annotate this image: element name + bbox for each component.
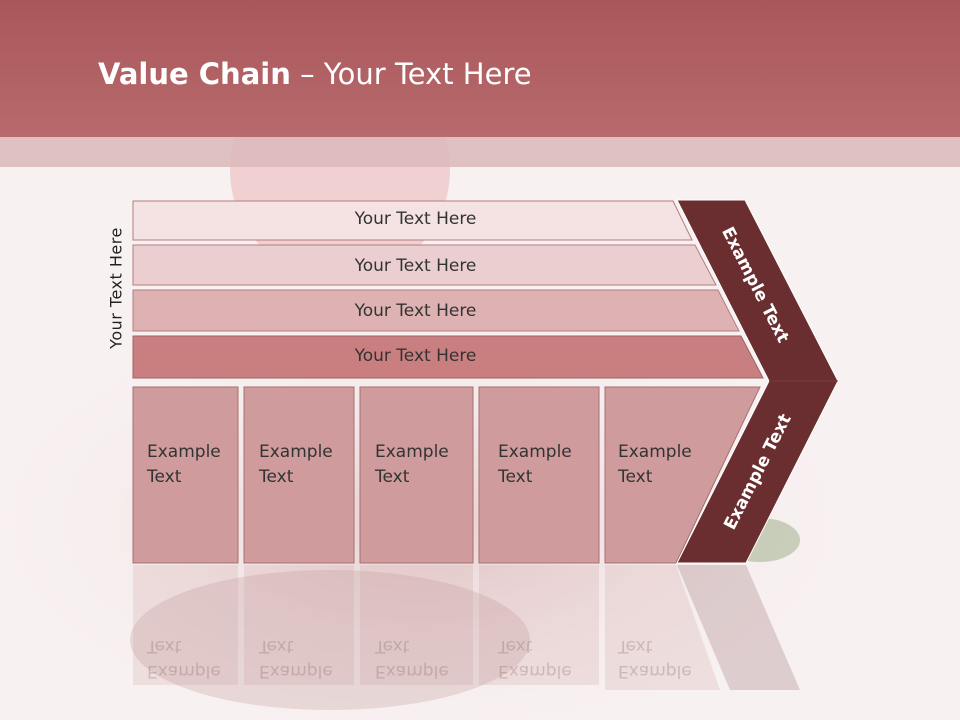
title-bar <box>0 0 960 137</box>
row-3-text: Your Text Here <box>354 301 477 321</box>
reflection-line2: Text <box>259 636 294 656</box>
title-rest: – Your Text Here <box>290 57 532 91</box>
box-2-line1: Example <box>259 442 333 462</box>
box-1-line1: Example <box>147 442 221 462</box>
slide-title: Value Chain – Your Text Here <box>98 52 532 96</box>
reflection-line2: Text <box>147 636 182 656</box>
box-4-reflection-text: Example Text <box>498 633 572 683</box>
box-3-line2: Text <box>375 467 410 487</box>
box-2 <box>243 386 355 564</box>
reflection-line1: Example <box>147 661 221 681</box>
row-1 <box>132 200 693 241</box>
reflection-line1: Example <box>498 661 572 681</box>
box-4 <box>478 386 600 564</box>
chevron-reflection <box>677 565 800 690</box>
box-5-reflection-text: Example Text <box>618 633 692 683</box>
row-2 <box>132 244 717 286</box>
box-2-reflection-text: Example Text <box>259 633 333 683</box>
reflection-line2: Text <box>618 636 653 656</box>
box-3-line1: Example <box>375 442 449 462</box>
reflection-line2: Text <box>375 636 410 656</box>
box-5-line1: Example <box>618 442 692 462</box>
box-5 <box>604 386 761 564</box>
reflection-line1: Example <box>375 661 449 681</box>
row-3 <box>132 289 740 332</box>
reflection-line1: Example <box>259 661 333 681</box>
box-2-line2: Text <box>259 467 294 487</box>
box-4-line2: Text <box>498 467 533 487</box>
box-1-line2: Text <box>147 467 182 487</box>
reflection-line1: Example <box>618 661 692 681</box>
box-5-line2: Text <box>618 467 653 487</box>
box-1 <box>132 386 239 564</box>
box-reflection <box>360 565 473 685</box>
row-1-text: Your Text Here <box>354 209 477 229</box>
box-reflection <box>244 565 354 685</box>
box-reflection <box>479 565 599 685</box>
reflection-line2: Text <box>498 636 533 656</box>
row-4 <box>132 335 764 379</box>
title-band <box>0 137 960 167</box>
title-bold: Value Chain <box>98 57 291 91</box>
box-3-reflection-text: Example Text <box>375 633 449 683</box>
box-1-reflection-text: Example Text <box>147 633 221 683</box>
box-4-line1: Example <box>498 442 572 462</box>
row-4-text: Your Text Here <box>354 346 477 366</box>
box-reflection <box>605 565 720 690</box>
box-reflection <box>133 565 238 685</box>
row-2-text: Your Text Here <box>354 256 477 276</box>
box-3 <box>359 386 474 564</box>
